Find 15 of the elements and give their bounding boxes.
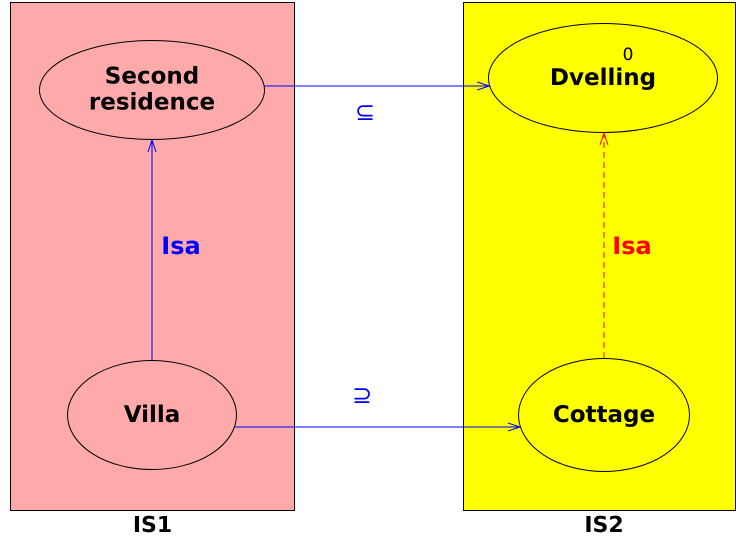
edge-label: Isa [612,232,652,260]
entity-name: Cottage [552,402,656,428]
arrow [600,132,608,358]
edge-label: ⊆ [354,98,376,126]
edge-label: Isa [161,232,201,260]
arrow [264,82,490,90]
arrow [234,422,520,432]
panel-title: IS2 [584,513,624,538]
entity-name: Dvelling [550,64,656,92]
edge-label: ⊇ [352,381,372,409]
arrow [148,140,156,360]
entity-name: Villa [124,402,180,428]
entity-name: Second residence [88,64,216,116]
panel-title: IS1 [132,513,172,538]
superscript-mark: 0 [622,45,634,65]
